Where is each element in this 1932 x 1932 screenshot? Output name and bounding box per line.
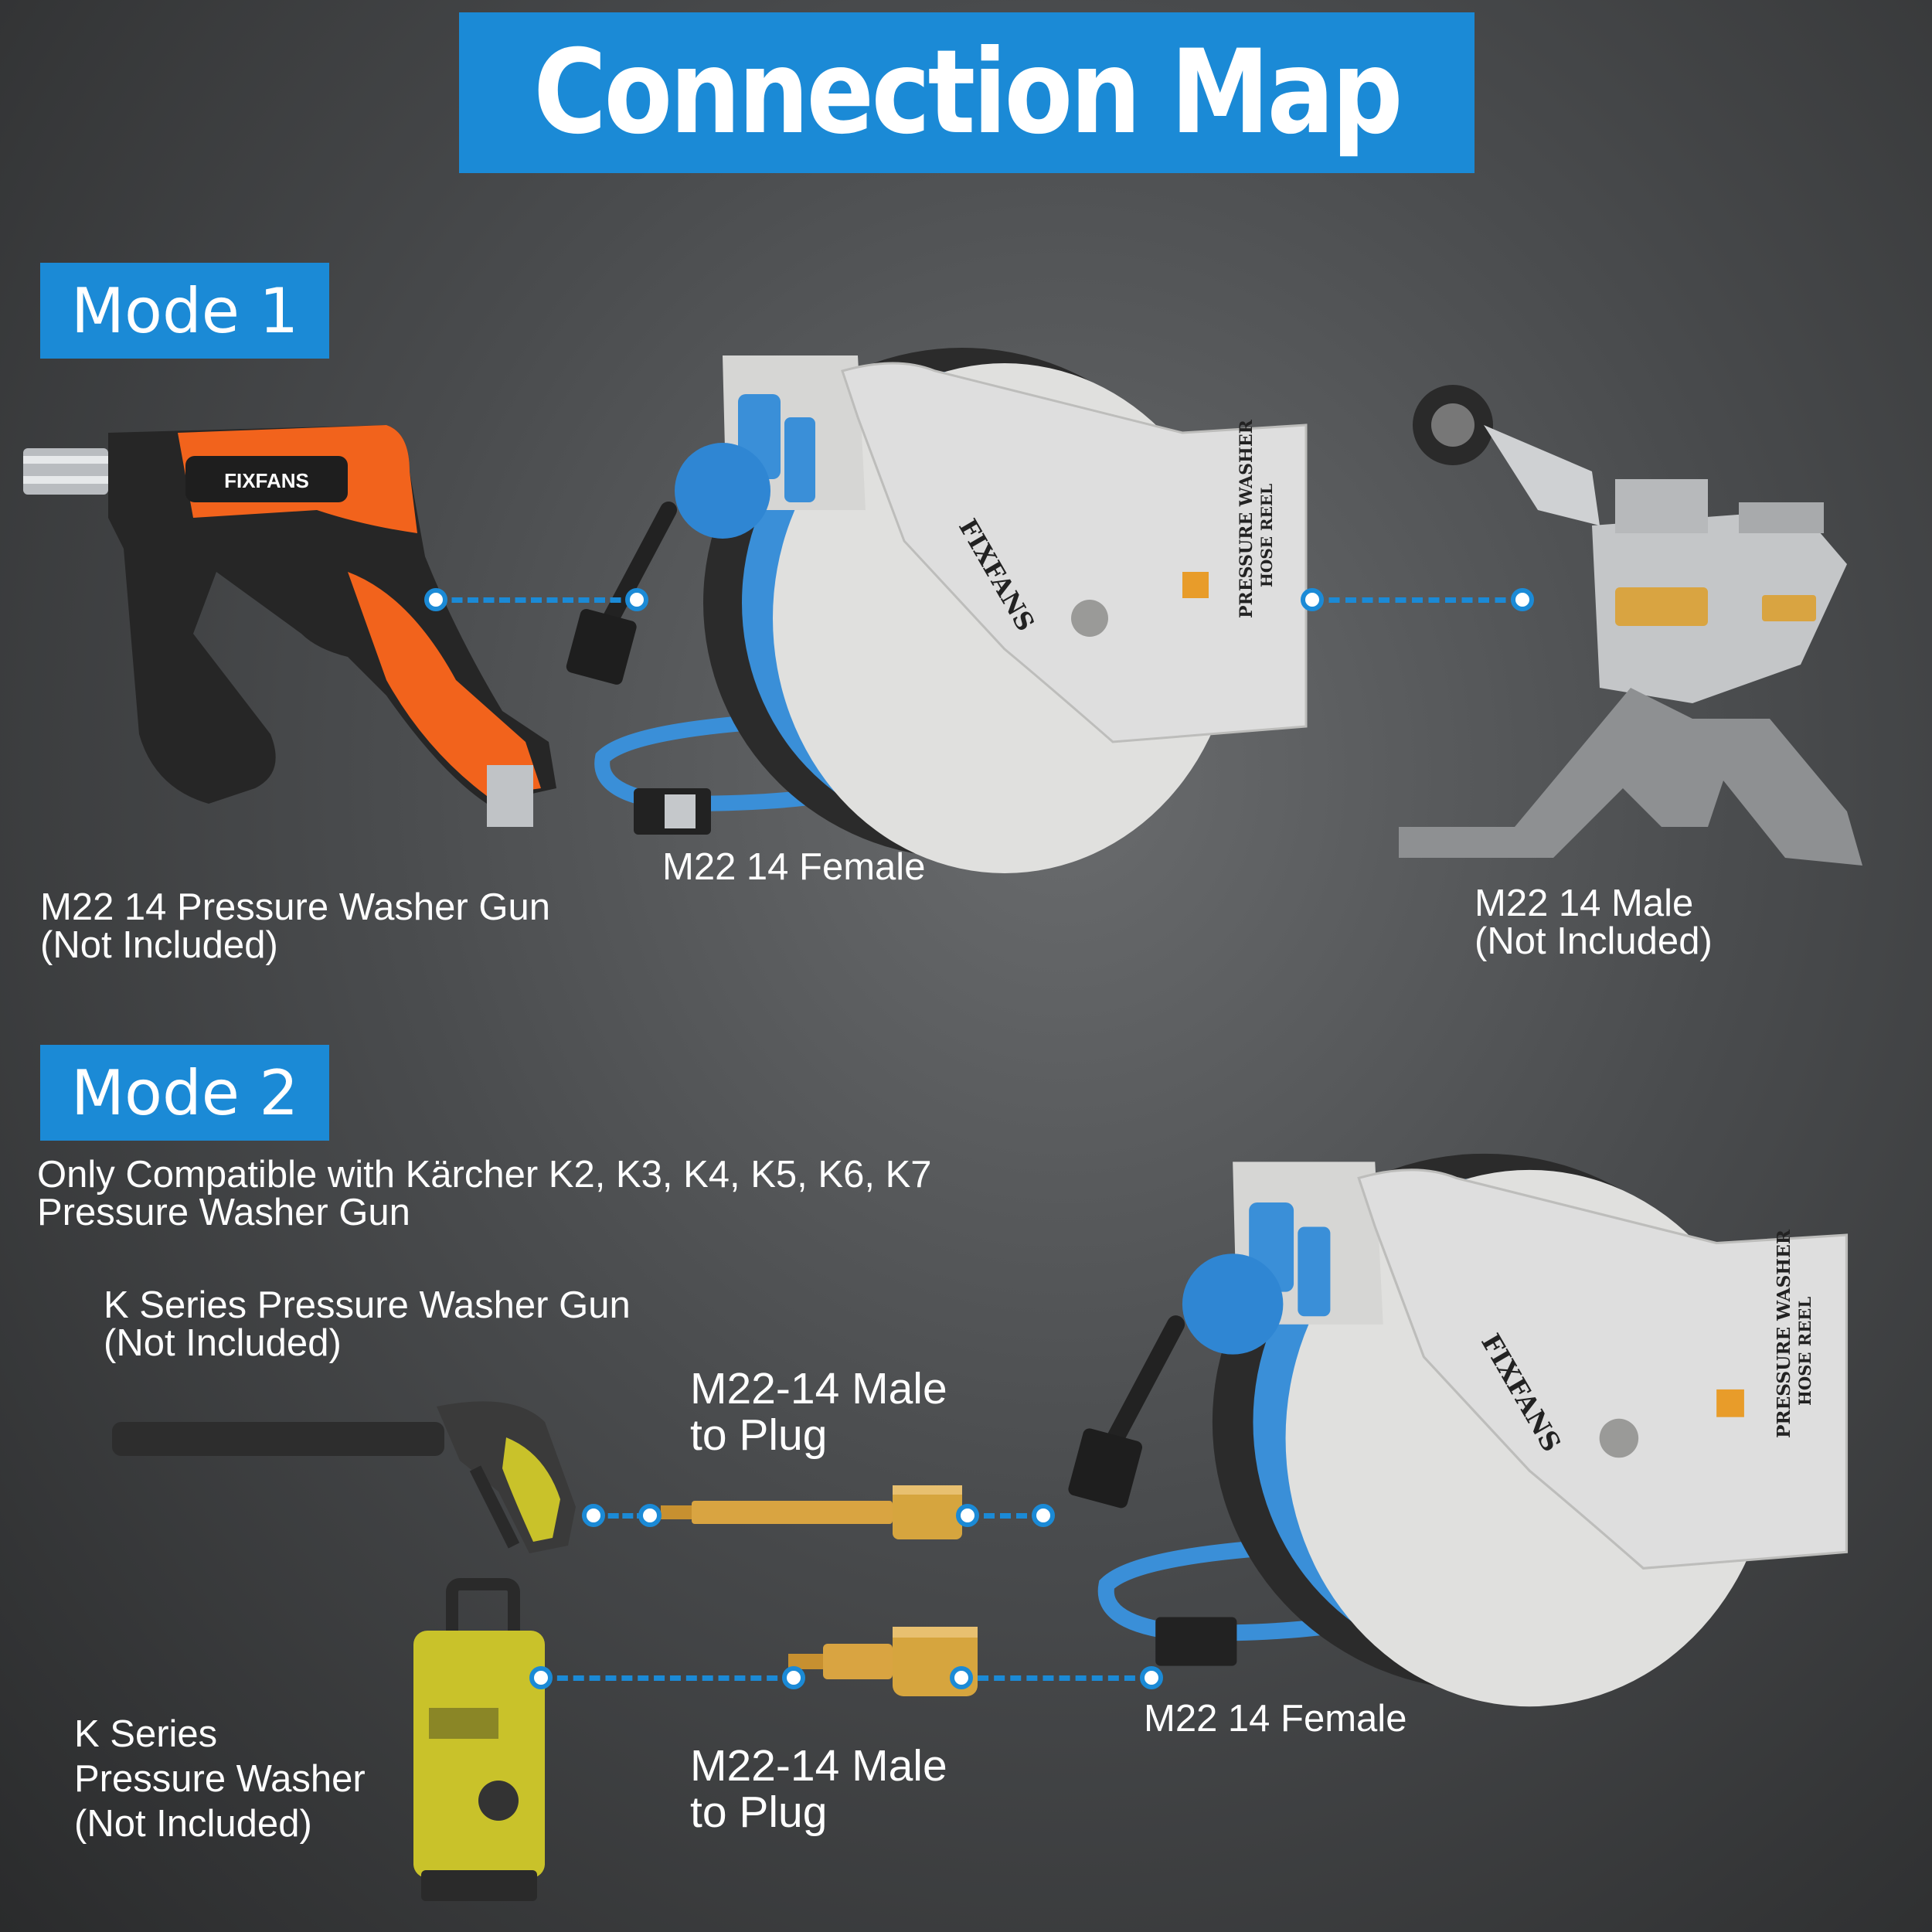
reel-label-mode1: M22 14 Female [662, 846, 926, 888]
mode-2-label: Mode 2 [71, 1056, 299, 1129]
k-gun-line2: (Not Included) [104, 1322, 342, 1364]
k-gun-label: K Series Pressure Washer Gun (Not Includ… [104, 1287, 631, 1362]
adapter-top-line1: M22-14 Male [690, 1364, 947, 1413]
k-series-washer-image [413, 1578, 545, 1901]
reel-product-text-mode1-line2: HOSE REEL [1257, 484, 1276, 587]
connector-line-adapter-reel-bottom [961, 1675, 1151, 1681]
connector-dot [1032, 1504, 1055, 1527]
compatibility-note: Only Compatible with Kärcher K2, K3, K4,… [37, 1156, 932, 1232]
reel-label-mode2: M22 14 Female [1144, 1698, 1407, 1740]
mode-1-badge: Mode 1 [40, 263, 329, 359]
reel-product-text-mode2-line1: PRESSURE WASHER [1774, 1229, 1794, 1438]
reel-product-text-mode2-line2: HOSE REEL [1795, 1297, 1815, 1406]
pump-label-line1: M22 14 Male [1475, 883, 1694, 924]
pump-label-line2: (Not Included) [1475, 920, 1713, 962]
mode-2-badge: Mode 2 [40, 1045, 329, 1141]
connector-dot [956, 1504, 979, 1527]
connector-line-adapter-reel-top [968, 1513, 1043, 1519]
adapter-top-line2: to Plug [690, 1410, 828, 1460]
adapter-bottom-image [788, 1627, 978, 1696]
connector-line-k-washer-adapter [541, 1675, 794, 1681]
connector-line-gun-reel [436, 597, 637, 603]
connector-dot [582, 1504, 605, 1527]
connector-dot [638, 1504, 662, 1527]
connector-dot [424, 588, 447, 611]
k-series-gun-image [112, 1401, 576, 1553]
page-title: Connection Map [533, 26, 1403, 160]
connector-dot [1301, 588, 1324, 611]
connector-dot [1140, 1666, 1163, 1689]
pump-label: M22 14 Male (Not Included) [1475, 885, 1713, 961]
hose-reel-image-mode2: FIXFANS PRESSURE WASHER HOSE REEL [1068, 1153, 1849, 1707]
pump-image [1399, 385, 1862, 866]
connector-dot [950, 1666, 973, 1689]
adapter-bottom-label: M22-14 Male to Plug [690, 1743, 947, 1835]
gun-label-line2: (Not Included) [40, 924, 278, 966]
hose-reel-image-mode1: FIXFANS PRESSURE WASHER HOSE REEL [566, 348, 1308, 873]
gun-label-mode1: M22 14 Pressure Washer Gun (Not Included… [40, 889, 550, 964]
gun-brand-text: FIXFANS [224, 469, 309, 492]
connector-dot [782, 1666, 805, 1689]
k-washer-line1: K Series [74, 1713, 218, 1755]
compat-line1: Only Compatible with Kärcher K2, K3, K4,… [37, 1154, 932, 1196]
adapter-top-image [661, 1485, 962, 1539]
connector-line-k-gun-adapter [594, 1513, 648, 1519]
connector-dot [529, 1666, 553, 1689]
k-washer-line2: Pressure Washer [74, 1758, 366, 1800]
orange-gun-image: FIXFANS [23, 425, 556, 827]
connector-line-reel-pump [1312, 597, 1522, 603]
adapter-top-label: M22-14 Male to Plug [690, 1366, 947, 1458]
adapter-bottom-line2: to Plug [690, 1787, 828, 1837]
title-banner: Connection Map [459, 12, 1475, 173]
reel-product-text-mode1-line1: PRESSURE WASHER [1236, 419, 1257, 618]
mode-1-label: Mode 1 [71, 274, 299, 347]
gun-label-line1: M22 14 Pressure Washer Gun [40, 886, 550, 928]
k-washer-label: K Series Pressure Washer (Not Included) [74, 1712, 366, 1846]
compat-line2: Pressure Washer Gun [37, 1192, 410, 1233]
k-washer-line3: (Not Included) [74, 1803, 312, 1845]
connector-dot [625, 588, 648, 611]
adapter-bottom-line1: M22-14 Male [690, 1741, 947, 1791]
connector-dot [1511, 588, 1534, 611]
k-gun-line1: K Series Pressure Washer Gun [104, 1284, 631, 1326]
